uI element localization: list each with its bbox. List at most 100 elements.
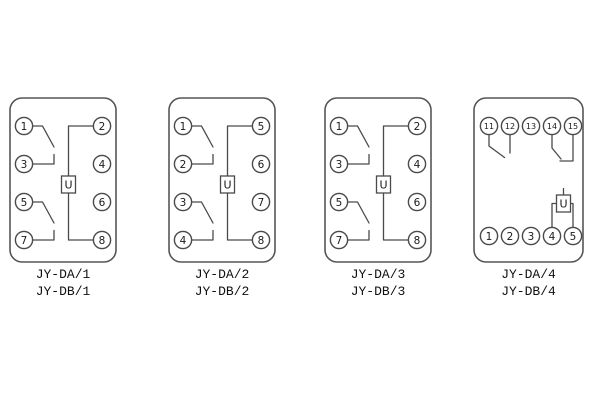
terminal-circle — [329, 116, 349, 136]
terminal-number: 5 — [570, 231, 577, 243]
model-name-db: JY-DB/3 — [350, 284, 406, 299]
terminal-circle — [521, 226, 541, 246]
terminal-circle — [407, 192, 427, 212]
terminal-circle — [479, 116, 499, 136]
terminal-number: 8 — [258, 235, 265, 247]
terminal-circle — [14, 192, 34, 212]
terminal-circle — [92, 116, 112, 136]
terminal-circle — [251, 230, 271, 250]
terminal-circle — [173, 154, 193, 174]
model-name-db: JY-DB/2 — [194, 284, 250, 299]
wiring-diagram-4: U 11 12 13 14 15 1 2 3 4 5 — [473, 97, 584, 263]
unit-label: U — [64, 179, 72, 192]
terminal-number: 6 — [414, 197, 421, 209]
unit-box — [375, 175, 392, 194]
panel-outline — [324, 97, 432, 263]
wiring-lines — [31, 125, 95, 241]
terminal-number: 7 — [336, 235, 343, 247]
model-name-da: JY-DA/2 — [194, 267, 250, 282]
terminal-circle — [14, 230, 34, 250]
terminal-circle — [542, 226, 562, 246]
terminal-circle — [521, 116, 541, 136]
unit-label: U — [223, 179, 231, 192]
terminal-number: 2 — [99, 121, 106, 133]
terminal-number: 8 — [414, 235, 421, 247]
unit-label: U — [559, 197, 567, 210]
wiring-diagram-2: U 1 2 3 4 5 6 7 8 — [168, 97, 276, 263]
wiring-lines — [488, 133, 574, 229]
relay-wiring-panel-2: U 1 2 3 4 5 6 7 8 JY-DA/2 JY-DB/2 — [167, 96, 277, 300]
model-name-db: JY-DB/1 — [35, 284, 91, 299]
panel-labels: JY-DA/3 JY-DB/3 — [323, 266, 433, 300]
terminal-number: 4 — [414, 159, 421, 171]
terminal-number: 14 — [547, 122, 557, 131]
unit-box — [555, 194, 572, 213]
terminal-circle — [329, 154, 349, 174]
terminal-circle — [173, 230, 193, 250]
terminal-circle — [92, 154, 112, 174]
model-name-da: JY-DA/1 — [35, 267, 91, 282]
terminal-number: 1 — [180, 121, 187, 133]
terminal-circle — [173, 192, 193, 212]
terminal-number: 7 — [21, 235, 28, 247]
unit-box — [219, 175, 236, 194]
model-name-da: JY-DA/4 — [501, 267, 556, 282]
terminal-circle — [251, 116, 271, 136]
wiring-diagram-1: U 1 3 5 7 2 4 6 8 — [9, 97, 117, 263]
unit-box — [60, 175, 77, 194]
terminal-number: 1 — [336, 121, 343, 133]
wiring-lines — [190, 125, 254, 241]
relay-wiring-panel-1: U 1 3 5 7 2 4 6 8 JY-DA/1 JY-DB/1 — [8, 96, 118, 300]
terminal-number: 3 — [180, 197, 187, 209]
terminal-circle — [407, 154, 427, 174]
terminal-number: 13 — [526, 122, 536, 131]
terminal-number: 6 — [99, 197, 106, 209]
panel-labels: JY-DA/1 JY-DB/1 — [8, 266, 118, 300]
terminal-number: 7 — [258, 197, 265, 209]
panel-outline — [473, 97, 584, 263]
model-name-da: JY-DA/3 — [350, 267, 406, 282]
terminal-number: 3 — [336, 159, 343, 171]
terminal-number: 3 — [528, 231, 535, 243]
terminal-number: 8 — [99, 235, 106, 247]
terminal-number: 5 — [258, 121, 265, 133]
terminal-circle — [14, 116, 34, 136]
terminal-number: 12 — [505, 122, 515, 131]
terminal-number: 3 — [21, 159, 28, 171]
terminal-circle — [14, 154, 34, 174]
terminal-number: 4 — [180, 235, 187, 247]
terminal-circle — [407, 230, 427, 250]
model-name-db: JY-DB/4 — [501, 284, 556, 299]
relay-wiring-panel-3: U 1 3 5 7 2 4 6 8 JY-DA/3 JY-DB/3 — [323, 96, 433, 300]
terminal-number: 11 — [484, 122, 494, 131]
terminal-circle — [251, 154, 271, 174]
terminal-circle — [92, 230, 112, 250]
unit-label: U — [379, 179, 387, 192]
wiring-diagram-3: U 1 3 5 7 2 4 6 8 — [324, 97, 432, 263]
terminal-circle — [251, 192, 271, 212]
relay-wiring-panel-4: U 11 12 13 14 15 1 2 3 4 5 JY-DA/4 JY-DB… — [472, 96, 585, 300]
terminal-number: 4 — [549, 231, 556, 243]
terminal-circle — [500, 116, 520, 136]
terminal-number: 2 — [414, 121, 421, 133]
terminal-circle — [173, 116, 193, 136]
terminal-circle — [92, 192, 112, 212]
panel-labels: JY-DA/2 JY-DB/2 — [167, 266, 277, 300]
terminal-circle — [329, 230, 349, 250]
terminal-number: 5 — [21, 197, 28, 209]
terminal-number: 15 — [568, 122, 578, 131]
wiring-lines — [346, 125, 410, 241]
terminal-circle — [500, 226, 520, 246]
terminal-circle — [542, 116, 562, 136]
terminal-number: 5 — [336, 197, 343, 209]
terminal-number: 6 — [258, 159, 265, 171]
terminal-circle — [329, 192, 349, 212]
terminal-number: 1 — [21, 121, 28, 133]
terminal-circle — [563, 116, 583, 136]
panel-labels: JY-DA/4 JY-DB/4 — [472, 266, 585, 300]
terminal-number: 1 — [486, 231, 493, 243]
terminal-circle — [407, 116, 427, 136]
terminal-number: 2 — [180, 159, 187, 171]
terminal-circle — [479, 226, 499, 246]
